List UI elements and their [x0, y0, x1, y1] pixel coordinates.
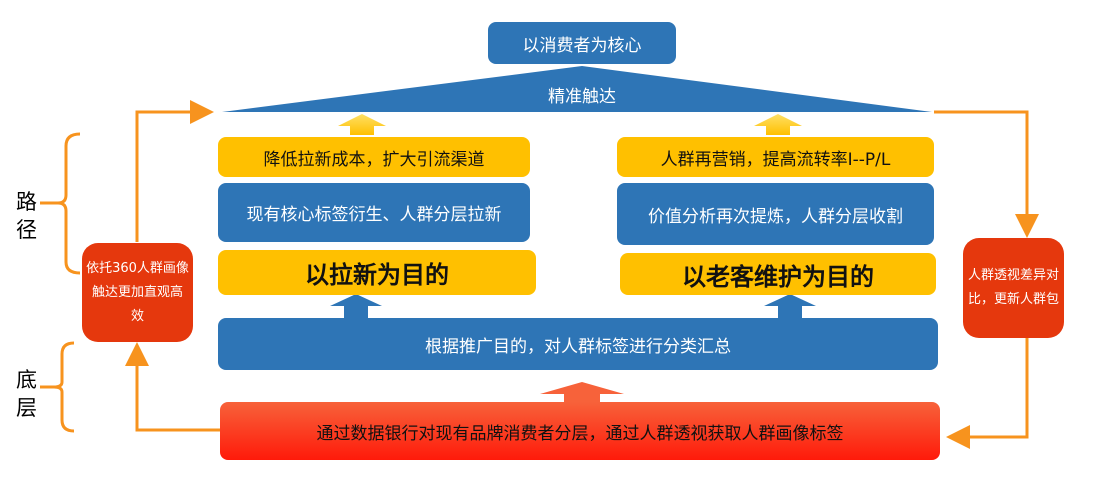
- path-label: 路径: [16, 190, 37, 242]
- classification-box: 根据推广目的，对人群标签进行分类汇总: [218, 318, 938, 370]
- right-goal-box: 以老客维护为目的: [620, 253, 936, 295]
- left-bottom-line: [125, 342, 220, 432]
- up-arrow-yellow-left: [338, 114, 386, 135]
- up-arrow-blue-right: [764, 294, 816, 318]
- core-consumer-box: 以消费者为核心: [488, 22, 676, 64]
- brace-base: [40, 341, 75, 433]
- left-method-box: 现有核心标签衍生、人群分层拉新: [218, 183, 530, 242]
- left-benefit-box: 降低拉新成本，扩大引流渠道: [218, 137, 530, 177]
- brace-path: [40, 132, 81, 275]
- up-arrow-blue-left: [330, 294, 382, 318]
- left-side-note: 依托360人群画像触达更加直观高效: [82, 243, 193, 342]
- right-method-box: 价值分析再次提炼，人群分层收割: [617, 183, 934, 245]
- base-label: 底层: [16, 368, 37, 420]
- right-side-note: 人群透视差异对比，更新人群包: [963, 238, 1064, 338]
- right-benefit-box: 人群再营销，提高流转率I--P/L: [617, 137, 934, 177]
- right-bottom-line: [946, 338, 1029, 449]
- roof-triangle: [222, 66, 932, 112]
- left-goal-box: 以拉新为目的: [218, 250, 536, 295]
- up-arrow-yellow-right: [754, 114, 802, 135]
- up-arrow-orange: [540, 382, 624, 402]
- right-down-line: [934, 110, 1039, 238]
- left-feedback-up-line: [135, 100, 214, 242]
- roof-label: 精准触达: [548, 86, 616, 107]
- data-bank-box: 通过数据银行对现有品牌消费者分层，通过人群透视获取人群画像标签: [220, 402, 940, 460]
